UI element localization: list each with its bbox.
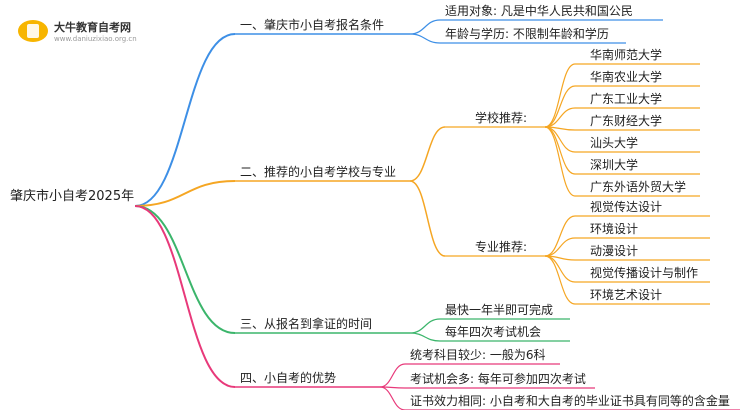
leaf-node: 广东外语外贸大学 [590, 180, 687, 194]
leaf-connector [409, 318, 441, 334]
leaf-node: 动漫设计 [590, 244, 639, 258]
leaf-node: 最快一年半即可完成 [445, 303, 554, 317]
leaf-node: 视觉传播设计与制作 [590, 266, 699, 280]
group-1-label: 学校推荐: [475, 111, 528, 125]
leaf-connector [409, 332, 441, 342]
branch-connector-4 [134, 205, 236, 388]
branch-connector-1 [134, 33, 236, 207]
leaf-node: 环境艺术设计 [590, 288, 663, 302]
leaf-node: 华南农业大学 [590, 70, 663, 84]
leaf-node: 广东财经大学 [590, 114, 663, 128]
leaf-connector [409, 33, 441, 44]
group-connector-2 [409, 180, 446, 257]
leaf-connector [544, 107, 576, 128]
leaf-node: 视觉传达设计 [590, 200, 663, 214]
leaf-connector [544, 126, 576, 153]
branch-connector-2 [134, 180, 236, 207]
leaf-node: 每年四次考试机会 [445, 325, 542, 339]
leaf-connector [544, 255, 576, 305]
logo: 大牛教育自考网 www.daniuzixiao.org.cn [14, 16, 137, 48]
leaf-connector [379, 363, 406, 388]
branch-1-label: 一、肇庆市小自考报名条件 [240, 18, 385, 32]
branch-4-label: 四、小自考的优势 [240, 371, 337, 385]
logo-url: www.daniuzixiao.org.cn [54, 35, 137, 43]
root-node: 肇庆市小自考2025年 [10, 189, 135, 204]
book-logo-icon [18, 20, 48, 42]
leaf-connector [544, 237, 576, 257]
branch-2-label: 二、推荐的小自考学校与专业 [240, 165, 397, 179]
leaf-node: 证书效力相同: 小自考和大自考的毕业证书具有同等的含金量 [410, 394, 730, 408]
leaf-node: 统考科目较少: 一般为6科 [410, 348, 546, 362]
leaf-connector [544, 85, 576, 128]
leaf-node: 环境设计 [590, 222, 639, 236]
group-2-label: 专业推荐: [475, 240, 528, 254]
leaf-node: 考试机会多: 每年可参加四次考试 [410, 372, 586, 386]
leaf-connector [379, 386, 406, 410]
leaf-node: 年龄与学历: 不限制年龄和学历 [445, 27, 609, 41]
leaf-connector [409, 19, 441, 35]
leaf-node: 适用对象: 凡是中华人民共和国公民 [445, 4, 633, 18]
branch-3-label: 三、从报名到拿证的时间 [240, 317, 373, 331]
leaf-node: 深圳大学 [590, 158, 639, 172]
branch-connector-3 [134, 205, 236, 334]
leaf-connector [544, 215, 576, 257]
leaf-connector [544, 126, 576, 197]
leaf-node: 广东工业大学 [590, 92, 663, 106]
leaf-node: 华南师范大学 [590, 48, 663, 62]
leaf-node: 汕头大学 [590, 136, 639, 150]
group-connector-1 [409, 126, 446, 182]
logo-name: 大牛教育自考网 [54, 21, 131, 34]
